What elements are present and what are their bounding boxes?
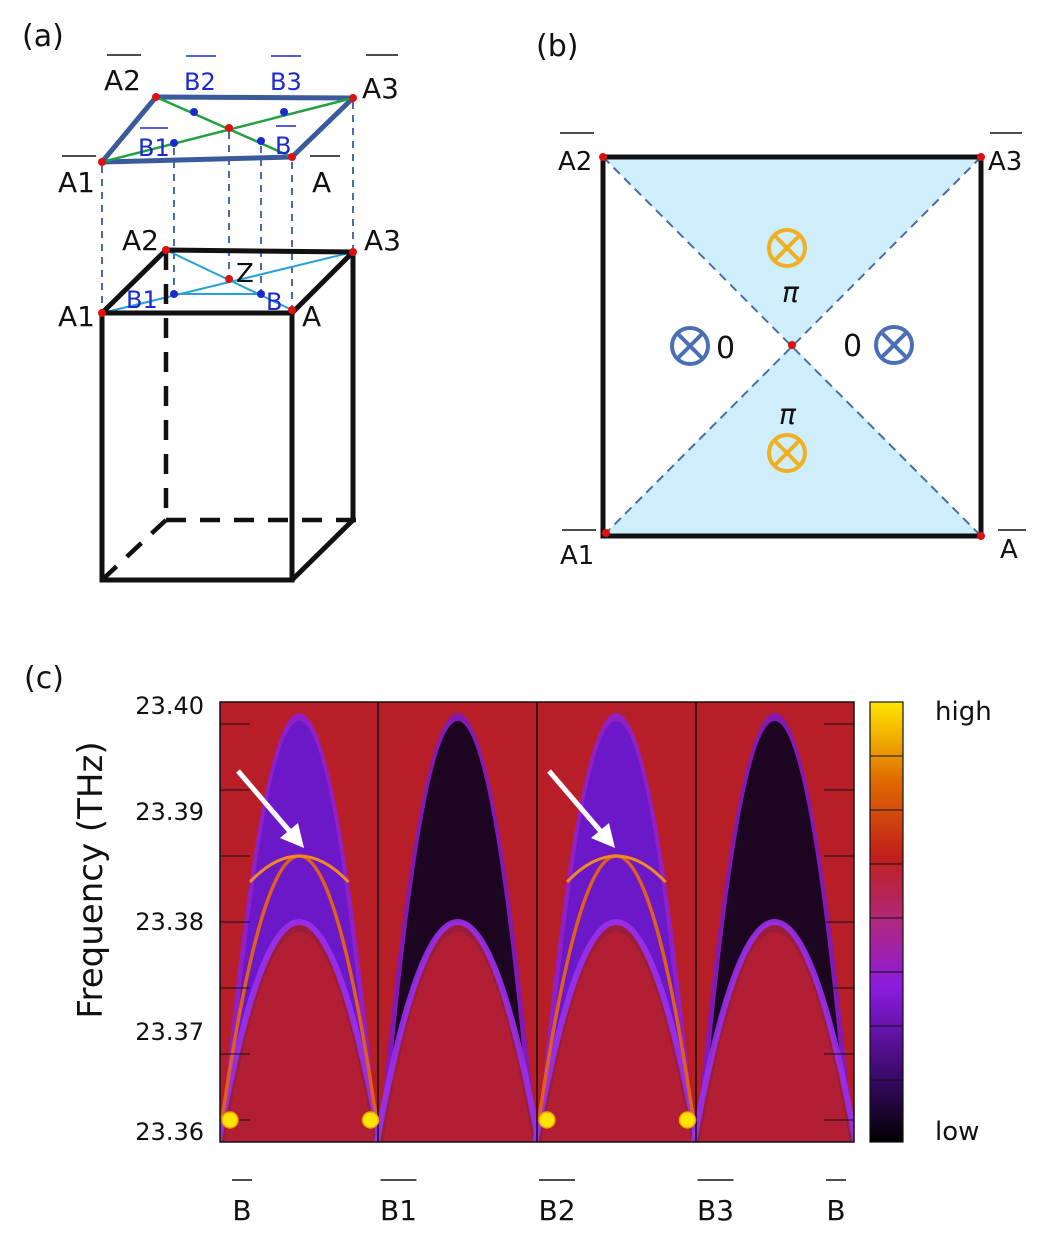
sector-label-top: π <box>782 276 800 309</box>
corner-a3: A3 <box>988 147 1022 177</box>
panel-c: (c) 23.40 23.39 23.38 23.37 23.36 Frequency … <box>24 661 992 1227</box>
blue-otimes-icon <box>670 326 710 366</box>
label-a3-bar: A3 <box>362 72 399 105</box>
colorbar-low: low <box>935 1117 979 1147</box>
surface-state-arc-peak <box>565 854 667 884</box>
colorbar-high: high <box>935 697 992 727</box>
segment-dividers <box>377 702 697 1142</box>
x-tick-label: B2 <box>538 1194 575 1227</box>
y-tick-label: 23.36 <box>135 1118 204 1146</box>
label-bulk-z: Z <box>236 259 254 289</box>
label-bulk-b: B <box>266 288 282 316</box>
bulk-bz: A2 A3 Z B1 B A1 A <box>58 224 401 583</box>
y-tick-label: 23.40 <box>135 692 204 720</box>
label-b1-bar: B1 <box>138 134 170 162</box>
point-center-bar <box>225 124 233 132</box>
y-tick-label: 23.38 <box>135 908 204 936</box>
panel-c-tag: (c) <box>24 661 64 696</box>
x-tick-label: B3 <box>697 1194 734 1227</box>
yellow-otimes-icon <box>767 228 807 268</box>
panel-b: (b) A2 A3 A1 A 0 0 π π <box>536 29 1026 571</box>
blue-otimes-icon <box>874 325 914 365</box>
bulk-lower-fill <box>382 932 533 1142</box>
bulk-lower-fill <box>541 932 692 1142</box>
degeneracy-points <box>221 1111 697 1129</box>
panel-a: (a) A2 B2 B3 A3 B1 B A1 A <box>22 19 401 583</box>
label-b3-bar: B3 <box>270 68 302 96</box>
surface-diag-2 <box>155 95 293 159</box>
label-bulk-a3: A3 <box>364 224 401 257</box>
point-a1-bar <box>98 158 106 166</box>
sector-label-right: 0 <box>843 329 862 364</box>
corner-a: A <box>1000 535 1018 565</box>
bulk-lower-edge-glow <box>373 919 542 1142</box>
yellow-otimes-icon <box>767 433 807 473</box>
panel-a-tag: (a) <box>22 19 64 54</box>
sector-label-bottom: π <box>779 398 797 431</box>
label-b2-bar: B2 <box>184 68 216 96</box>
label-a2-bar: A2 <box>104 64 141 97</box>
point-b2-bar <box>190 108 198 116</box>
arrow-icon <box>236 769 304 848</box>
degeneracy-point <box>678 1111 697 1129</box>
surface-state-arc-peak <box>248 854 350 884</box>
y-axis-label: Frequency (THz) <box>71 741 111 1018</box>
surface-bz-square <box>600 154 984 539</box>
bulk-lower-fill <box>224 932 375 1142</box>
label-a1-bar: A1 <box>58 166 95 199</box>
bulk-lower-edge-glow <box>532 919 701 1142</box>
point-b3-bar <box>280 108 288 116</box>
point-a3-bar <box>349 94 357 102</box>
degeneracy-point <box>538 1111 556 1129</box>
label-bulk-b1: B1 <box>126 286 158 314</box>
y-tick-label: 23.39 <box>135 798 204 826</box>
point-a2-bar <box>152 93 160 101</box>
colorbar <box>869 701 904 1143</box>
label-bulk-a: A <box>302 300 321 333</box>
bulk-lower-fill <box>699 932 850 1142</box>
colorbar-ticks <box>870 755 903 1081</box>
corner-a1: A1 <box>560 541 594 571</box>
point-b1-bar <box>170 139 178 147</box>
y-tick-label: 23.37 <box>135 1018 204 1046</box>
point-a-bar <box>288 153 296 161</box>
bulk-lower-edge-glow <box>220 919 384 1142</box>
label-b-bar: B <box>275 132 291 160</box>
x-tick-label: B <box>826 1194 845 1227</box>
corner-a2: A2 <box>558 147 592 177</box>
arrow-icon <box>547 769 615 848</box>
x-tick-label: B1 <box>380 1194 417 1227</box>
label-a-bar: A <box>312 166 331 199</box>
panel-b-tag: (b) <box>536 29 578 64</box>
sector-label-left: 0 <box>716 331 735 366</box>
x-tick-label: B <box>232 1194 251 1227</box>
bulk-lower-edge-glow <box>690 919 854 1142</box>
label-bulk-a1: A1 <box>58 300 95 333</box>
degeneracy-point <box>361 1111 380 1129</box>
point-b-bar <box>257 137 265 145</box>
label-bulk-a2: A2 <box>122 224 159 257</box>
degeneracy-point <box>221 1111 239 1129</box>
sector-bottom <box>603 345 981 536</box>
